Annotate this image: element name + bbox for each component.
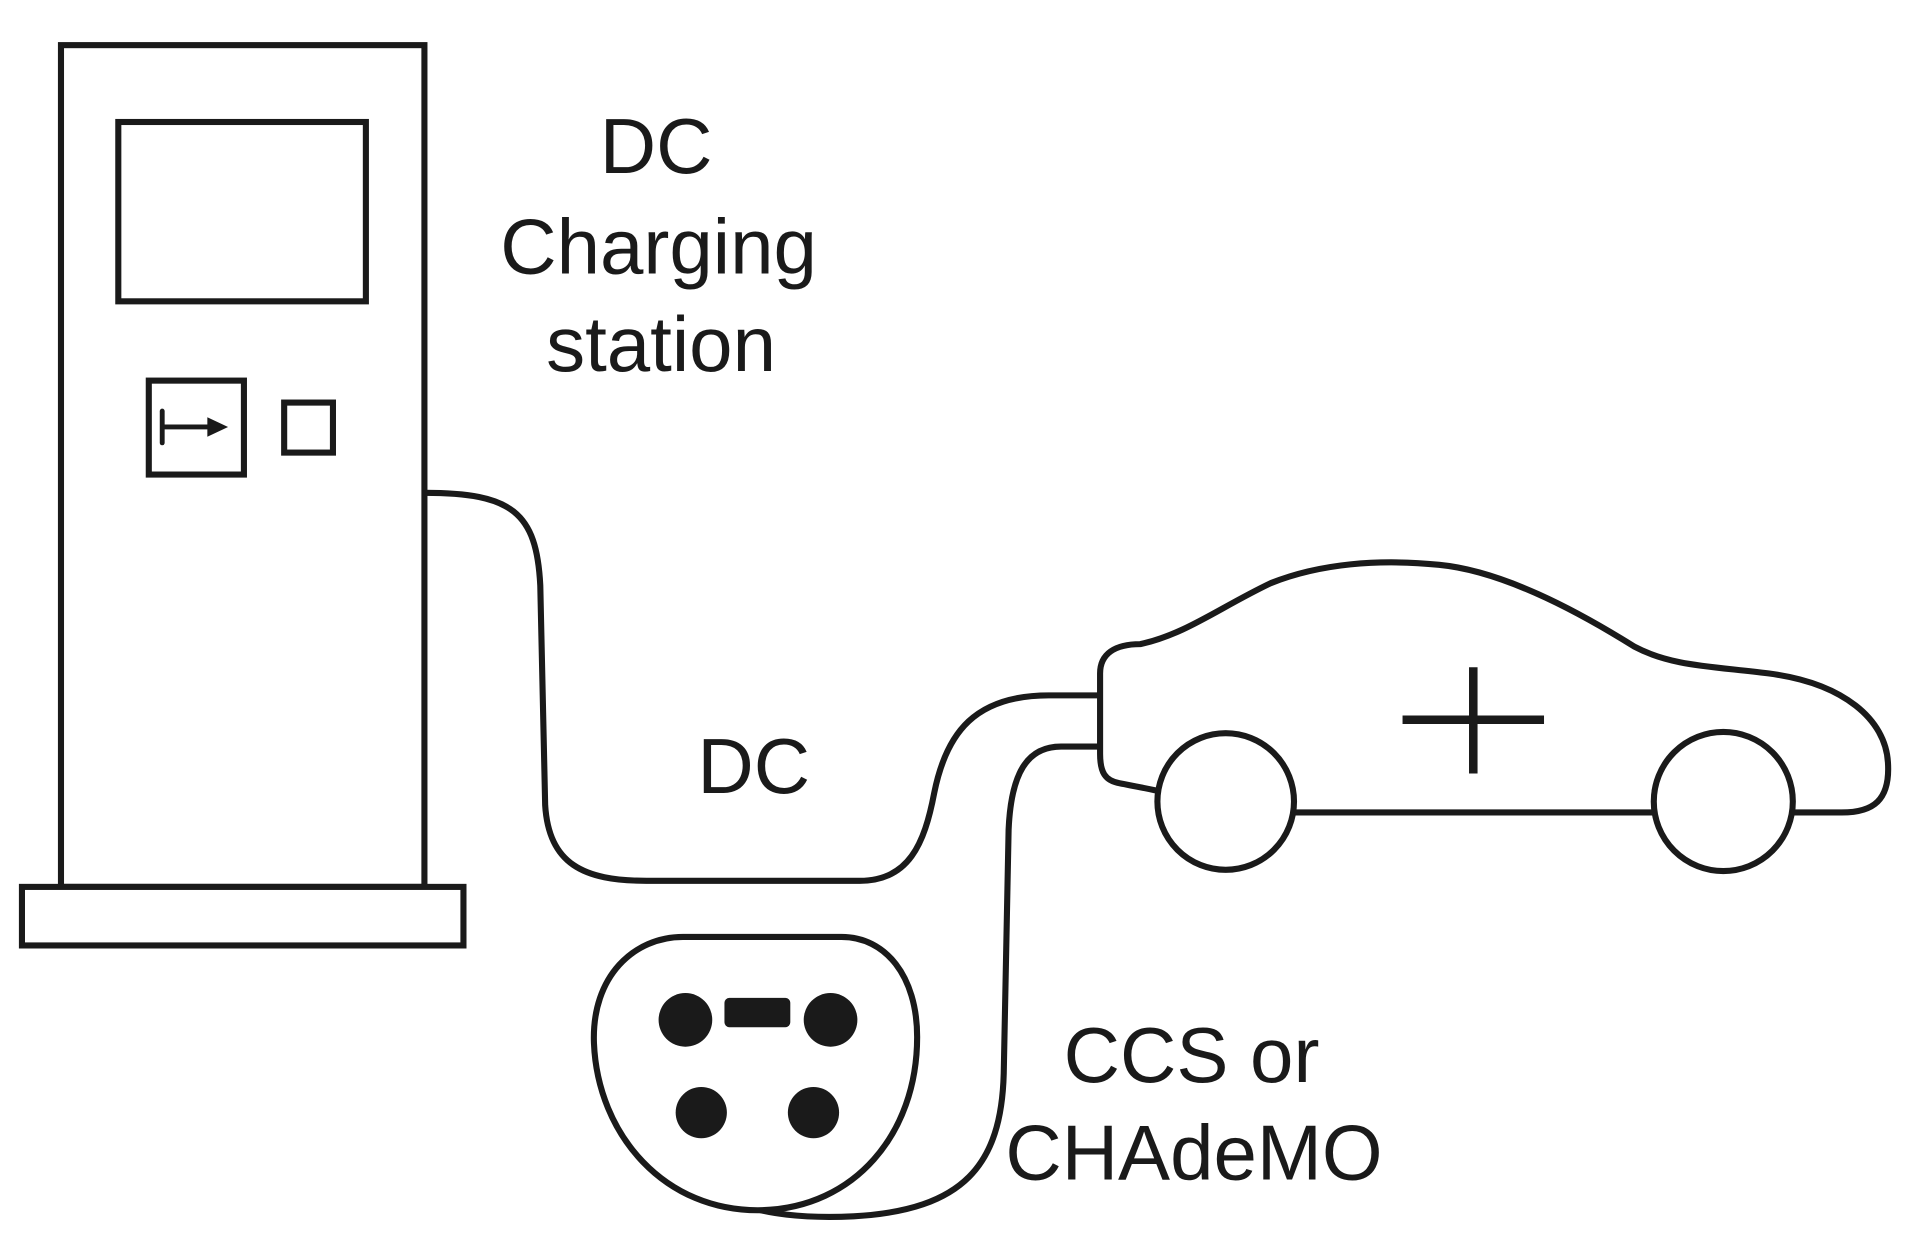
connector-cable	[736, 743, 1102, 1220]
cable-label: DC	[697, 722, 810, 810]
connector-label-line-1: CCS or	[1064, 1011, 1320, 1099]
connector-pin-top-left	[658, 993, 713, 1047]
station-label-line-3: station	[546, 300, 776, 388]
card-insert-arrow-icon	[159, 408, 229, 446]
station-label-line-1: DC	[600, 102, 713, 190]
connector-label: CCS or CHAdeMO	[1005, 1011, 1382, 1197]
charging-station	[18, 42, 467, 949]
connector-pin-bottom-left	[675, 1086, 727, 1139]
station-label-line-2: Charging	[500, 202, 817, 290]
connector-label-line-2: CHAdeMO	[1005, 1109, 1382, 1197]
dc-cable	[424, 489, 1102, 884]
connector-pin-top-right	[803, 993, 858, 1047]
station-base	[18, 883, 467, 949]
station-screen	[115, 118, 369, 305]
plus-icon	[1402, 667, 1545, 774]
station-button	[281, 399, 337, 456]
connector-outline	[590, 933, 921, 1214]
car-rear-wheel	[1154, 730, 1298, 873]
card-reader	[145, 377, 247, 478]
car-front-wheel	[1650, 728, 1796, 875]
connector-pin-center	[724, 997, 791, 1028]
electric-car	[1097, 559, 1892, 875]
station-label: DC Charging station	[500, 102, 817, 388]
charging-connector	[590, 933, 921, 1214]
connector-pin-bottom-right	[787, 1086, 840, 1139]
